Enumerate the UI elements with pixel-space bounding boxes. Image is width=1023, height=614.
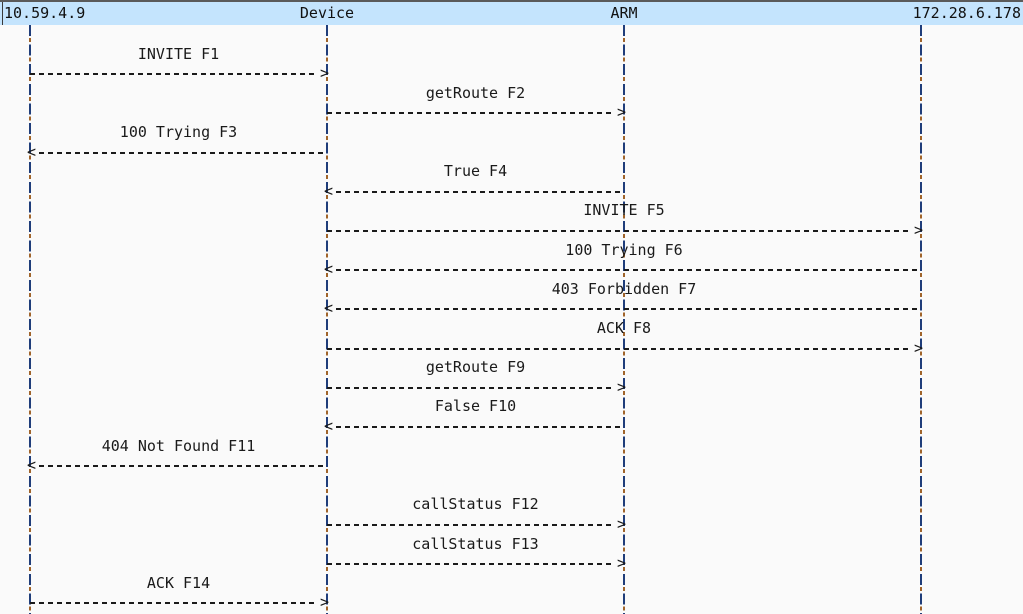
message-arrow-f5[interactable]: > (327, 221, 923, 241)
message-label-f7[interactable]: 403 Forbidden F7 (551, 279, 697, 298)
message-arrow-f3[interactable]: < (27, 142, 327, 163)
top-rule-divider (0, 0, 1023, 2)
message-label-f11[interactable]: 404 Not Found F11 (101, 436, 256, 455)
message-arrow-f1[interactable]: > (30, 64, 329, 84)
arrow-shaft-icon (336, 426, 624, 428)
message-label-f1[interactable]: INVITE F1 (137, 44, 220, 63)
arrow-shaft-icon (39, 151, 327, 154)
message-label-f4[interactable]: True F4 (443, 162, 508, 181)
arrowhead-left-icon: < (27, 456, 37, 475)
message-arrow-f8[interactable]: > (327, 338, 923, 359)
arrowhead-left-icon: < (324, 299, 334, 318)
arrowhead-right-icon: > (913, 338, 923, 357)
arrow-shaft-icon (336, 190, 624, 193)
arrow-shaft-icon (327, 112, 615, 115)
message-label-f9[interactable]: getRoute F9 (425, 358, 526, 377)
arrow-shaft-icon (336, 308, 921, 311)
arrowhead-right-icon: > (319, 64, 329, 83)
arrowhead-left-icon: < (27, 142, 37, 161)
message-arrow-f14[interactable]: > (30, 593, 329, 613)
arrowhead-left-icon: < (324, 417, 334, 435)
participant-arm-label[interactable]: ARM (610, 4, 638, 22)
header-left-edge-tick (2, 2, 3, 25)
message-label-f8[interactable]: ACK F8 (596, 319, 652, 337)
lifeline-server-ip (920, 25, 922, 614)
message-arrow-f2[interactable]: > (327, 103, 626, 123)
message-arrow-f12[interactable]: > (327, 515, 626, 535)
message-arrow-f13[interactable]: > (327, 554, 626, 574)
lifeline-device-ip (29, 25, 31, 614)
message-arrow-f7[interactable]: < (324, 299, 921, 319)
message-arrow-f9[interactable]: > (327, 377, 626, 398)
arrowhead-left-icon: < (324, 181, 334, 200)
arrowhead-right-icon: > (616, 103, 626, 122)
participant-header-band (0, 2, 1023, 25)
arrowhead-right-icon: > (616, 515, 626, 533)
message-arrow-f11[interactable]: < (27, 456, 327, 476)
arrow-shaft-icon (336, 269, 921, 272)
message-arrow-f10[interactable]: < (324, 417, 624, 437)
arrowhead-right-icon: > (616, 377, 626, 396)
message-label-f12[interactable]: callStatus F12 (412, 495, 539, 514)
arrow-shaft-icon (327, 563, 615, 566)
arrowhead-right-icon: > (616, 554, 626, 573)
arrow-shaft-icon (327, 230, 912, 232)
participant-device-ip-label[interactable]: 10.59.4.9 (4, 4, 86, 22)
participant-device-label[interactable]: Device (299, 4, 355, 22)
arrow-shaft-icon (30, 73, 318, 76)
arrowhead-left-icon: < (324, 260, 334, 279)
message-arrow-f4[interactable]: < (324, 181, 624, 202)
participant-server-ip-label[interactable]: 172.28.6.178 (912, 4, 1021, 22)
arrowhead-right-icon: > (913, 221, 923, 239)
message-label-f14[interactable]: ACK F14 (146, 573, 211, 592)
lifeline-device (326, 25, 328, 614)
arrow-shaft-icon (327, 347, 912, 350)
message-label-f5[interactable]: INVITE F5 (583, 201, 665, 220)
arrow-shaft-icon (327, 524, 615, 526)
message-arrow-f6[interactable]: < (324, 260, 921, 280)
message-label-f10[interactable]: False F10 (434, 397, 517, 416)
lifeline-arm (623, 25, 625, 614)
arrowhead-right-icon: > (319, 593, 329, 612)
message-label-f6[interactable]: 100 Trying F6 (565, 240, 683, 259)
arrow-shaft-icon (39, 465, 327, 468)
message-label-f13[interactable]: callStatus F13 (412, 534, 539, 553)
message-label-f2[interactable]: getRoute F2 (425, 83, 526, 102)
arrow-shaft-icon (30, 602, 318, 605)
message-label-f3[interactable]: 100 Trying F3 (119, 123, 238, 141)
arrow-shaft-icon (327, 386, 615, 389)
